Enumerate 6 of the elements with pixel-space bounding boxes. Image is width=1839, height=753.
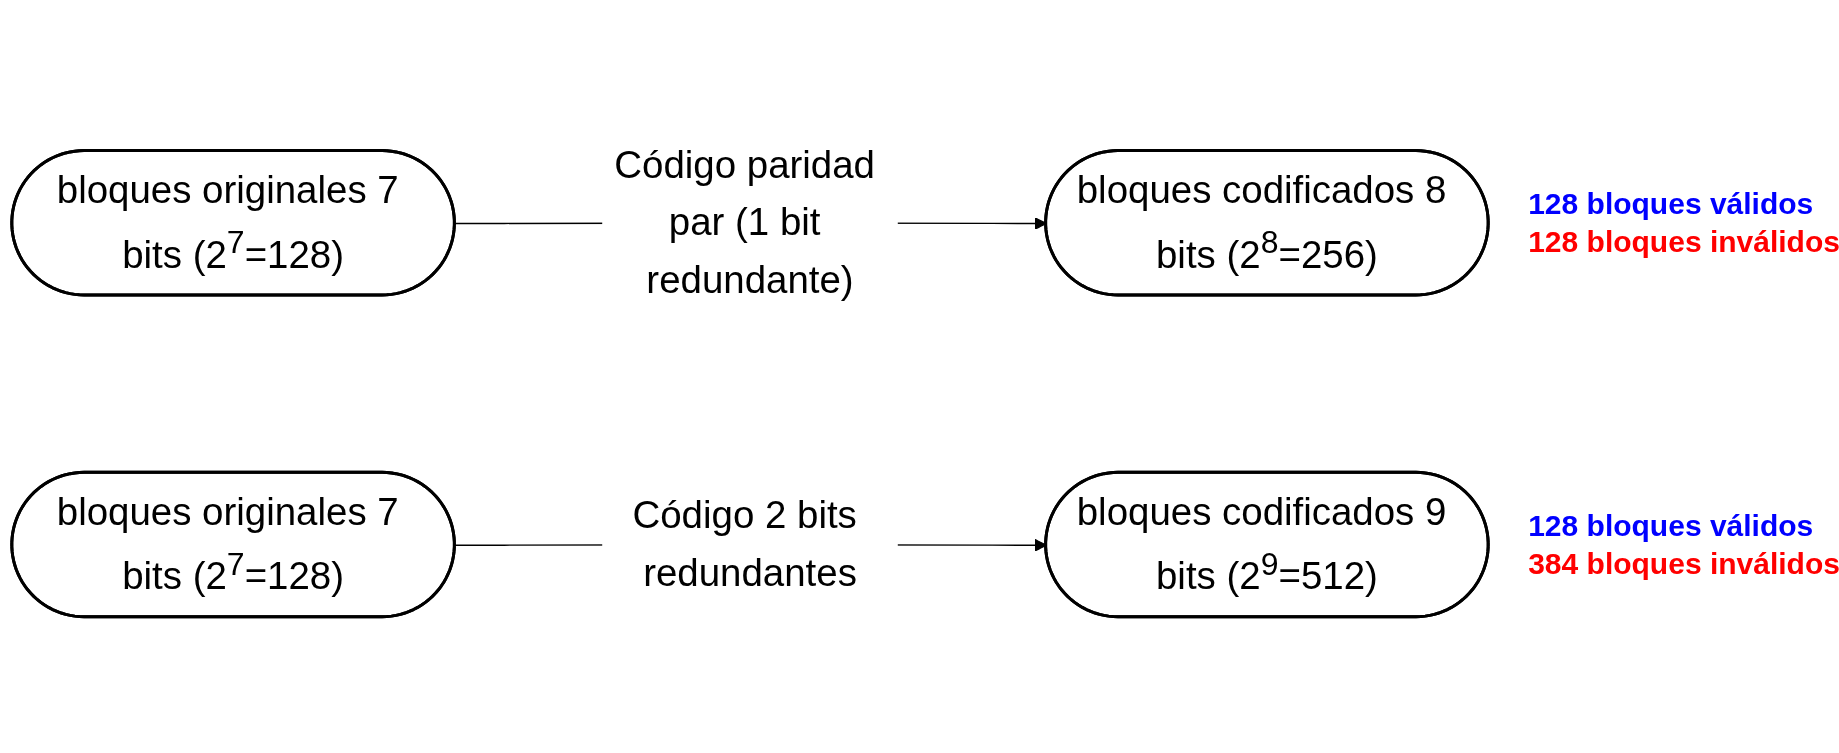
stat-text: 128 bloques inválidos (1528, 223, 1839, 260)
stat-text: 128 bloques válidos (1528, 185, 1814, 222)
edge-label: Código paridad par (1 bit redundante) (614, 142, 875, 302)
stat-text: 128 bloques válidos (1528, 507, 1814, 544)
edge-label: Código 2 bits redundantes (632, 492, 857, 595)
stat-text: 384 bloques inválidos (1528, 545, 1839, 582)
